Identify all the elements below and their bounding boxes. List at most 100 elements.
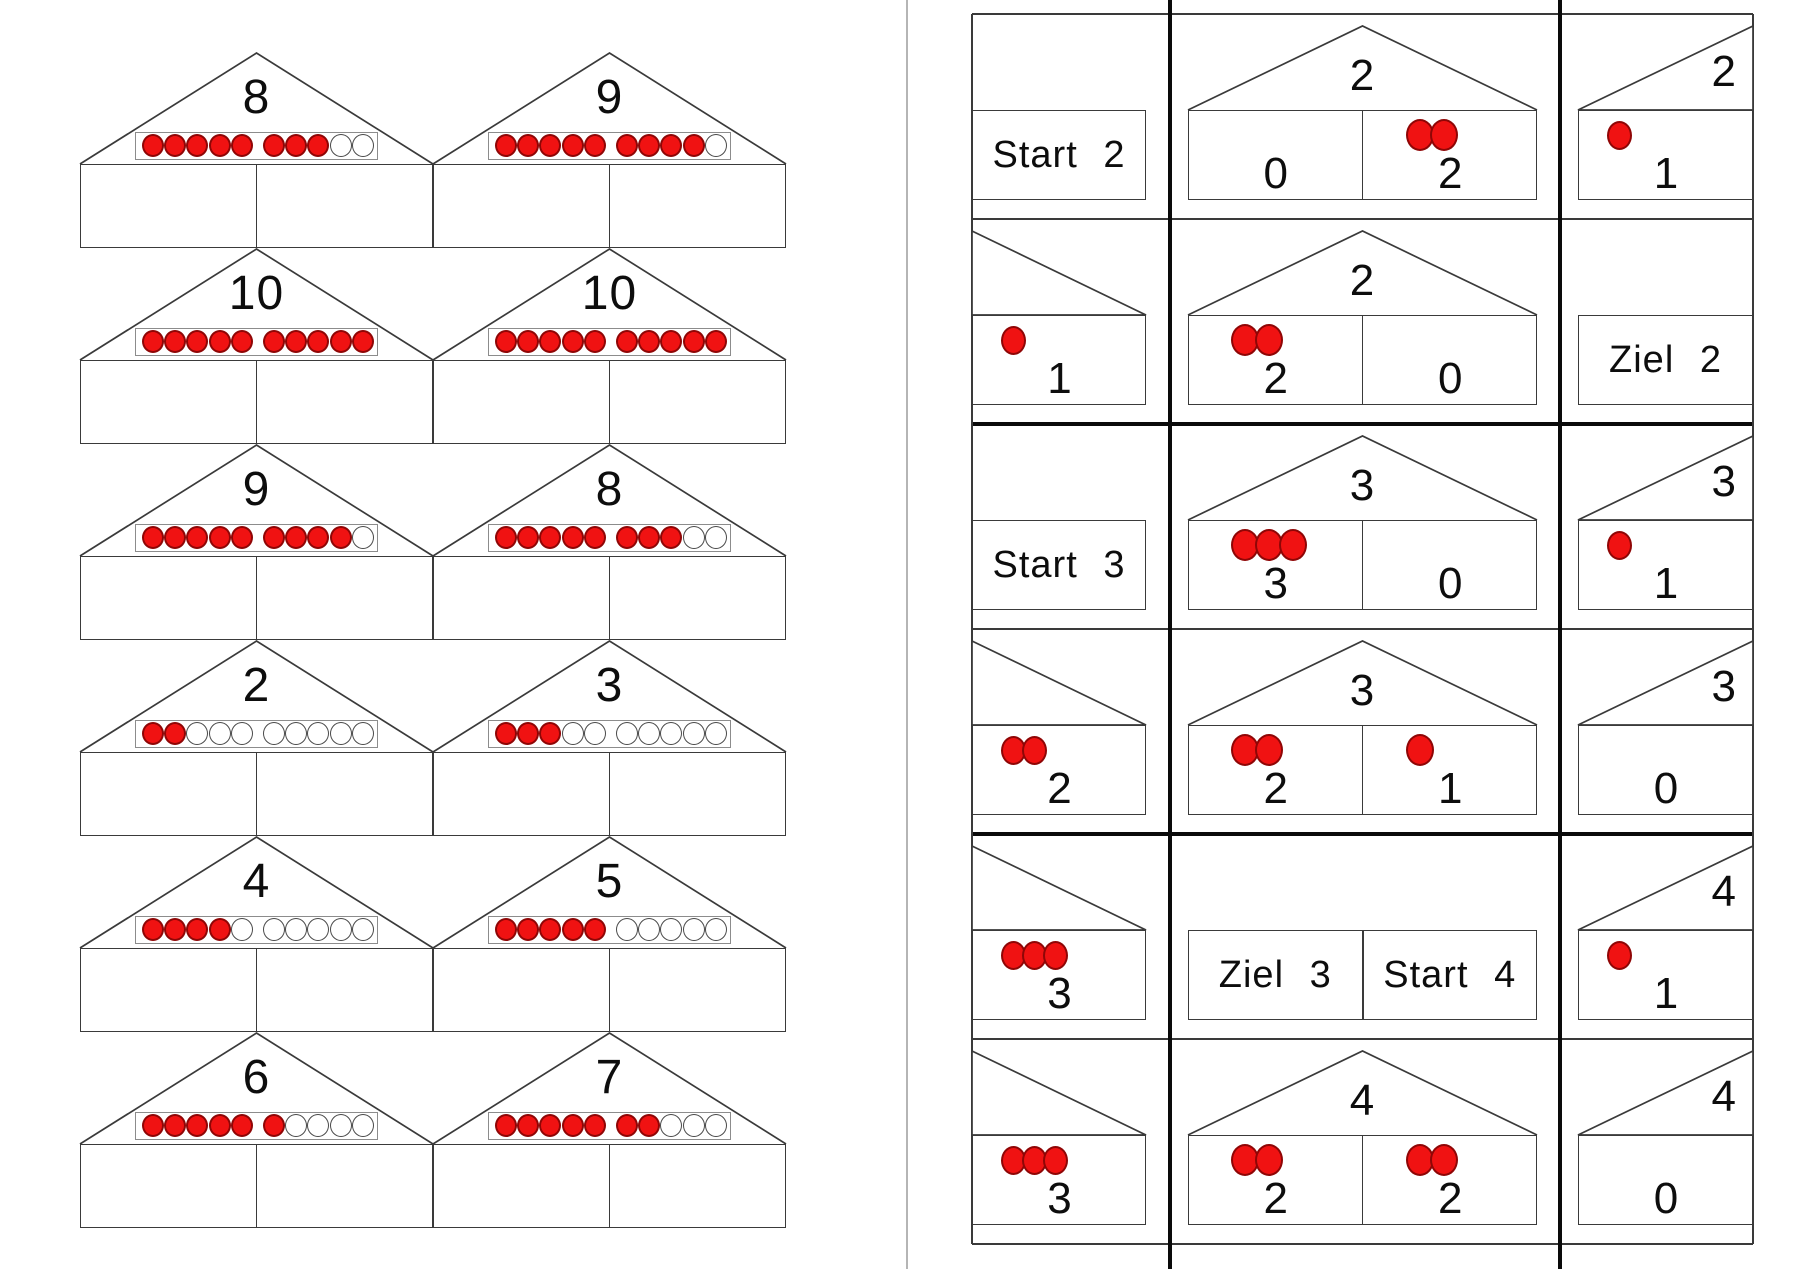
domino-right-end-body: 1 <box>1578 930 1753 1020</box>
counting-dot-filled <box>142 1114 164 1137</box>
start-label-card: Start 2 <box>972 110 1146 200</box>
cell-number: 0 <box>1263 149 1289 198</box>
counting-dot-filled <box>638 1114 661 1137</box>
grid-line-horizontal <box>972 1038 1753 1040</box>
counting-dot-filled <box>660 330 683 353</box>
counting-dot-filled <box>230 1114 253 1137</box>
counting-dot-filled <box>561 330 584 353</box>
red-dot <box>1001 326 1026 355</box>
counting-dot-filled <box>660 526 683 549</box>
counting-dot-filled <box>517 722 540 745</box>
number-house: 2 <box>79 639 434 836</box>
counting-dot-empty <box>704 1114 727 1137</box>
cell-number: 1 <box>1653 149 1680 198</box>
house-roof <box>79 1031 434 1145</box>
house-body-divider <box>255 949 258 1031</box>
ten-dot-strip <box>135 328 378 356</box>
house-number: 8 <box>242 71 271 124</box>
cell-number: 0 <box>1438 559 1464 608</box>
counting-dot-filled <box>539 1114 562 1137</box>
counting-dot-empty <box>660 722 683 745</box>
counting-dot-empty <box>638 918 661 941</box>
counting-dot-empty <box>307 722 330 745</box>
dot-group <box>1231 529 1307 561</box>
dot-group <box>1607 531 1632 560</box>
house-body <box>433 752 786 836</box>
counting-dot-filled <box>583 330 606 353</box>
counting-dot-filled <box>583 1114 606 1137</box>
start-label-card: Start 4 <box>1362 930 1537 1020</box>
counting-dot-filled <box>561 526 584 549</box>
house-body <box>433 164 786 248</box>
domino-house-roof <box>1187 435 1538 521</box>
house-body-divider <box>608 753 611 835</box>
domino-roof-number: 4 <box>1711 867 1737 916</box>
ten-dot-strip <box>488 1112 731 1140</box>
house-body-divider <box>255 361 258 443</box>
domino-roof-number: 2 <box>1349 256 1376 305</box>
house-roof <box>79 247 434 361</box>
counting-dot-filled <box>142 918 164 941</box>
domino-right-end-body: 0 <box>1578 725 1753 815</box>
house-body <box>80 556 433 640</box>
number-house: 10 <box>79 247 434 444</box>
counting-dot-filled <box>263 330 285 353</box>
number-house: 5 <box>432 835 787 1032</box>
counting-dot-empty <box>285 918 308 941</box>
house-roof-outline <box>432 51 787 165</box>
domino-roof-number: 3 <box>1349 461 1376 510</box>
domino-left-end-body: 2 <box>972 725 1146 815</box>
cell-number: 2 <box>1263 1174 1289 1223</box>
number-house: 9 <box>432 51 787 248</box>
counting-dot-empty <box>682 918 705 941</box>
counting-dot-filled <box>616 330 638 353</box>
counting-dot-filled <box>638 330 661 353</box>
counting-dot-filled <box>561 134 584 157</box>
grid-line-vertical-right <box>1752 14 1754 1244</box>
counting-dot-filled <box>285 526 308 549</box>
dot-group <box>1405 119 1458 151</box>
house-body-divider <box>255 165 258 247</box>
red-dot <box>1022 941 1047 970</box>
house-body-divider <box>255 1145 258 1227</box>
house-body-divider <box>255 557 258 639</box>
domino-right-end-body: 1 <box>1578 520 1753 610</box>
counting-dot-filled <box>660 134 683 157</box>
red-dot <box>1279 529 1307 561</box>
counting-dot-filled <box>517 918 540 941</box>
cell-number: 1 <box>1438 764 1464 813</box>
counting-dot-filled <box>682 330 705 353</box>
domino-house-roof <box>1187 230 1538 316</box>
domino-roof-number: 3 <box>1349 666 1376 715</box>
domino-left-end-roof-outline <box>971 1049 1147 1136</box>
counting-dot-filled <box>517 134 540 157</box>
counting-dot-filled <box>285 330 308 353</box>
domino-right-end-body: 0 <box>1578 1135 1753 1225</box>
counting-dot-empty <box>616 722 638 745</box>
house-body-divider <box>255 753 258 835</box>
grid-line-horizontal <box>972 1243 1753 1245</box>
cell-number: 0 <box>1438 354 1464 403</box>
red-dot <box>1043 941 1068 970</box>
counting-dot-filled <box>495 134 517 157</box>
number-house: 4 <box>79 835 434 1032</box>
grid-cut-line-vertical-2 <box>1558 0 1562 1269</box>
counting-dot-filled <box>517 330 540 353</box>
house-number: 7 <box>595 1051 624 1104</box>
domino-left-end-body: 3 <box>972 1135 1146 1225</box>
red-dot <box>1022 736 1047 765</box>
counting-dot-filled <box>263 134 285 157</box>
number-house: 3 <box>432 639 787 836</box>
counting-dot-filled <box>208 526 231 549</box>
dot-group <box>1231 1144 1283 1176</box>
ten-dot-strip <box>488 720 731 748</box>
red-dot <box>1607 531 1632 560</box>
cell-number: 1 <box>1653 559 1680 608</box>
counting-dot-empty <box>351 134 374 157</box>
cell-number: 1 <box>1653 969 1680 1018</box>
ten-dot-strip <box>135 720 378 748</box>
counting-dot-filled <box>142 722 164 745</box>
domino-roof-number: 2 <box>1711 47 1737 96</box>
counting-dot-filled <box>329 330 352 353</box>
